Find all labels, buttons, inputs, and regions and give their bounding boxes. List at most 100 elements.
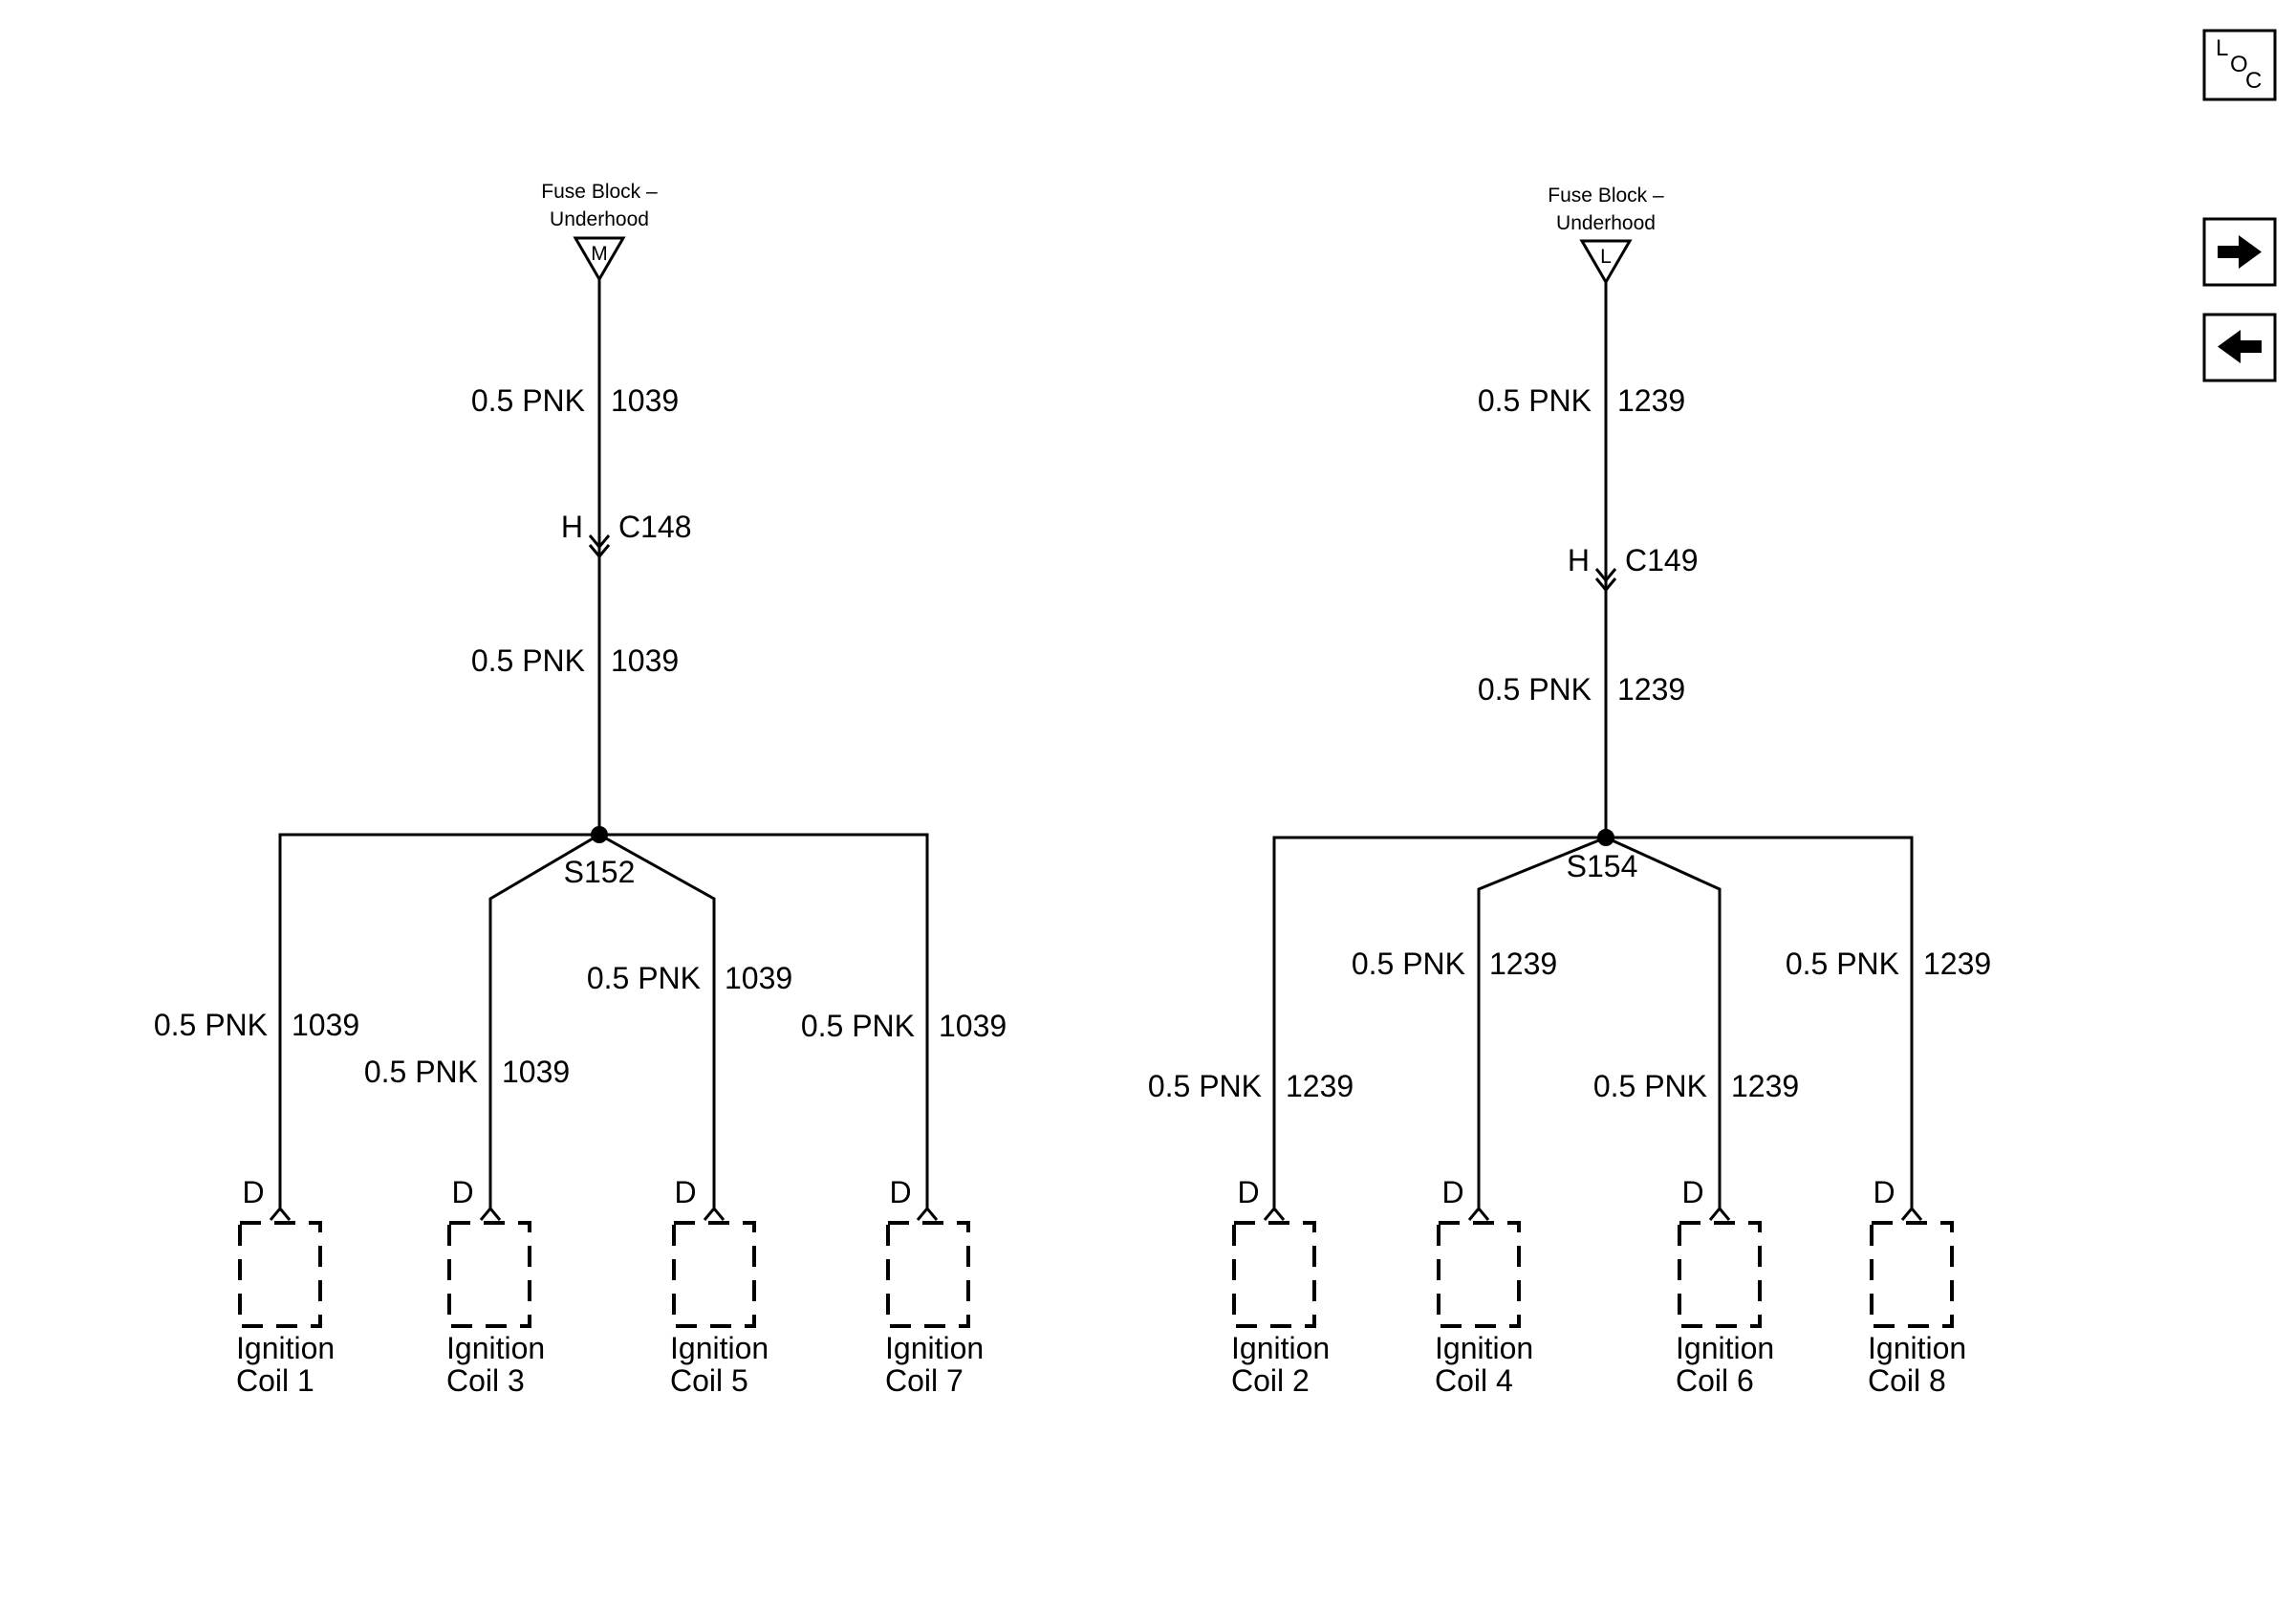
wire-gauge-color: 0.5 PNK [1148,1069,1262,1103]
wire-gauge-color: 0.5 PNK [471,383,585,418]
wire-gauge-color: 0.5 PNK [801,1009,915,1043]
wire-circuit-number: 1239 [1617,672,1685,707]
fuse-block-label-line1: Fuse Block – [541,181,658,203]
splice-label: S154 [1567,849,1638,883]
wire-gauge-color: 0.5 PNK [587,961,701,995]
connector-terminal-symbol [703,1206,726,1221]
connector-id-label: C149 [1625,543,1699,577]
branch-coil-4: 0.5 PNK 1239 D Ignition Coil 4 [1352,947,1557,1398]
splice-bus-inner [488,833,716,1208]
connector-terminal-symbol [1708,1206,1731,1221]
branch-coil-8: 0.5 PNK 1239 D Ignition Coil 8 [1786,947,1991,1398]
loc-letter-o: O [2230,52,2248,77]
splice-bus-outer [278,833,929,1208]
splice-label: S152 [564,855,636,889]
wire-gauge-color: 0.5 PNK [1352,947,1465,981]
wire-circuit-number: 1239 [1617,383,1685,418]
wire-gauge-color: 0.5 PNK [1786,947,1899,981]
component-label-line1: Ignition [1676,1331,1774,1365]
splice-bus-outer [1272,836,1914,1208]
connector-pin-label: D [242,1175,264,1209]
previous-page-button[interactable] [2202,313,2277,382]
wire-gauge-color: 0.5 PNK [1478,383,1592,418]
component-label-line1: Ignition [446,1331,545,1365]
ignition-coil-component [1437,1221,1521,1328]
fuse-terminal-triangle [573,236,626,282]
component-label-line2: Coil 3 [446,1363,525,1398]
component-label-line1: Ignition [670,1331,769,1365]
ignition-coil-component [672,1221,756,1328]
inline-connector-symbol [1594,568,1617,593]
branch-coil-3: 0.5 PNK 1039 D Ignition Coil 3 [364,1055,570,1398]
component-label-line1: Ignition [885,1331,984,1365]
ignition-coil-component [238,1221,322,1328]
next-page-button[interactable] [2202,217,2277,287]
fuse-terminal-label: M [591,243,608,265]
component-label-line2: Coil 5 [670,1363,748,1398]
branch-coil-6: 0.5 PNK 1239 D Ignition Coil 6 [1593,1069,1799,1398]
fuse-block-label-line2: Underhood [1556,212,1656,234]
ignition-coil-component [447,1221,531,1328]
wire-circuit-number: 1039 [939,1009,1007,1043]
connector-pin-label: D [1237,1175,1259,1209]
connector-pin-label: D [674,1175,696,1209]
branch-coil-5: 0.5 PNK 1039 D Ignition Coil 5 [587,961,792,1398]
wire-circuit-number: 1039 [725,961,792,995]
component-label-line1: Ignition [236,1331,335,1365]
connector-pin-label: D [1441,1175,1463,1209]
circuit-left: Fuse Block – Underhood M 0.5 PNK 1039 H … [154,181,1007,1398]
connector-terminal-symbol [1467,1206,1490,1221]
connector-pin-label: H [561,510,583,544]
inline-connector-symbol [588,534,611,559]
branch-coil-2: 0.5 PNK 1239 D Ignition Coil 2 [1148,1069,1354,1398]
fuse-block-label-line2: Underhood [550,208,649,230]
connector-terminal-symbol [269,1206,292,1221]
wire-circuit-number: 1239 [1731,1069,1799,1103]
wire-gauge-color: 0.5 PNK [154,1008,268,1042]
loc-button[interactable]: L O C [2202,29,2277,101]
wire-circuit-number: 1039 [502,1055,570,1089]
component-label-line2: Coil 4 [1435,1363,1513,1398]
arrow-right-icon [2218,235,2262,269]
wire-circuit-number: 1239 [1489,947,1557,981]
connector-terminal-symbol [916,1206,939,1221]
ignition-coil-component [1678,1221,1762,1328]
circuit-right: Fuse Block – Underhood L 0.5 PNK 1239 H … [1148,185,1991,1398]
connector-pin-label: D [1681,1175,1703,1209]
component-label-line2: Coil 8 [1868,1363,1946,1398]
wire-gauge-color: 0.5 PNK [1478,672,1592,707]
fuse-terminal-triangle [1579,239,1633,285]
splice-bus-inner [1477,836,1722,1208]
loc-letter-c: C [2245,68,2262,94]
wire-gauge-color: 0.5 PNK [471,643,585,678]
fuse-block-label-line1: Fuse Block – [1548,185,1664,207]
component-label-line2: Coil 1 [236,1363,314,1398]
connector-id-label: C148 [618,510,692,544]
connector-terminal-symbol [479,1206,502,1221]
connector-terminal-symbol [1263,1206,1286,1221]
connector-pin-label: H [1568,543,1590,577]
branch-coil-1: 0.5 PNK 1039 D Ignition Coil 1 [154,1008,359,1398]
wire-circuit-number: 1039 [292,1008,359,1042]
wire-circuit-number: 1039 [611,643,679,678]
wire-gauge-color: 0.5 PNK [364,1055,478,1089]
component-label-line1: Ignition [1868,1331,1966,1365]
ignition-coil-component [1232,1221,1316,1328]
arrow-left-icon [2218,330,2262,363]
loc-letter-l: L [2216,35,2228,61]
connector-pin-label: D [451,1175,473,1209]
component-label-line2: Coil 7 [885,1363,964,1398]
wire-gauge-color: 0.5 PNK [1593,1069,1707,1103]
connector-pin-label: D [1873,1175,1895,1209]
ignition-coil-component [886,1221,970,1328]
wire-circuit-number: 1039 [611,383,679,418]
component-label-line2: Coil 2 [1231,1363,1310,1398]
ignition-coil-component [1870,1221,1954,1328]
wire-circuit-number: 1239 [1286,1069,1354,1103]
component-label-line1: Ignition [1231,1331,1330,1365]
fuse-terminal-label: L [1600,246,1612,268]
connector-pin-label: D [889,1175,911,1209]
component-label-line2: Coil 6 [1676,1363,1754,1398]
component-label-line1: Ignition [1435,1331,1533,1365]
